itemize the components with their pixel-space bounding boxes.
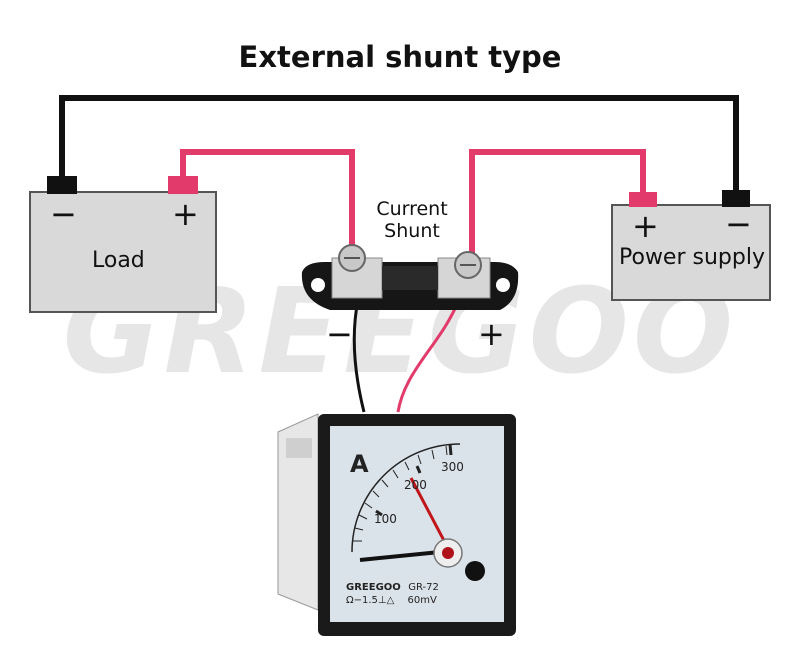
meter-scale-200: 200	[404, 478, 427, 492]
ammeter	[277, 413, 516, 636]
power-supply-box	[611, 204, 771, 301]
meter-rating-text: 60mV	[407, 595, 437, 606]
load-minus-sign: −	[50, 195, 77, 233]
power-supply-label: Power supply	[619, 245, 765, 270]
meter-unit-label: A	[350, 450, 369, 478]
meter-positive-lead	[396, 301, 460, 413]
shunt-minus-sign: −	[326, 315, 353, 353]
current-shunt	[301, 244, 519, 310]
load-box	[29, 191, 217, 313]
load-positive-terminal	[168, 176, 198, 194]
load-label: Load	[92, 248, 145, 273]
zero-adjust-knob	[465, 561, 485, 581]
meter-specs-text: Ω−1.5⊥△	[346, 595, 395, 606]
meter-scale-100: 100	[374, 512, 397, 526]
shunt-label-line1: Current	[376, 198, 448, 220]
page-title: External shunt type	[238, 40, 562, 74]
meter-model-text: GR-72	[408, 582, 439, 593]
meter-brand-text: GREEGOO	[346, 582, 401, 593]
load-negative-terminal	[47, 176, 77, 194]
shunt-label-line2: Shunt	[384, 220, 440, 242]
meter-brand: GREEGOO GR-72	[346, 582, 439, 593]
positive-wire-load	[180, 149, 355, 248]
negative-wire-top	[59, 95, 739, 192]
shunt-plus-sign: +	[478, 315, 505, 353]
meter-dial-face	[330, 426, 504, 622]
load-plus-sign: +	[172, 195, 199, 233]
supply-negative-terminal	[722, 190, 750, 207]
supply-plus-sign: +	[632, 207, 659, 245]
supply-minus-sign: −	[725, 205, 752, 243]
meter-scale-300: 300	[441, 460, 464, 474]
meter-negative-lead	[352, 299, 366, 413]
meter-specs: Ω−1.5⊥△ 60mV	[346, 595, 437, 606]
shunt-label: Current Shunt	[362, 198, 462, 242]
supply-positive-terminal	[629, 192, 657, 207]
positive-wire-supply	[469, 149, 646, 255]
